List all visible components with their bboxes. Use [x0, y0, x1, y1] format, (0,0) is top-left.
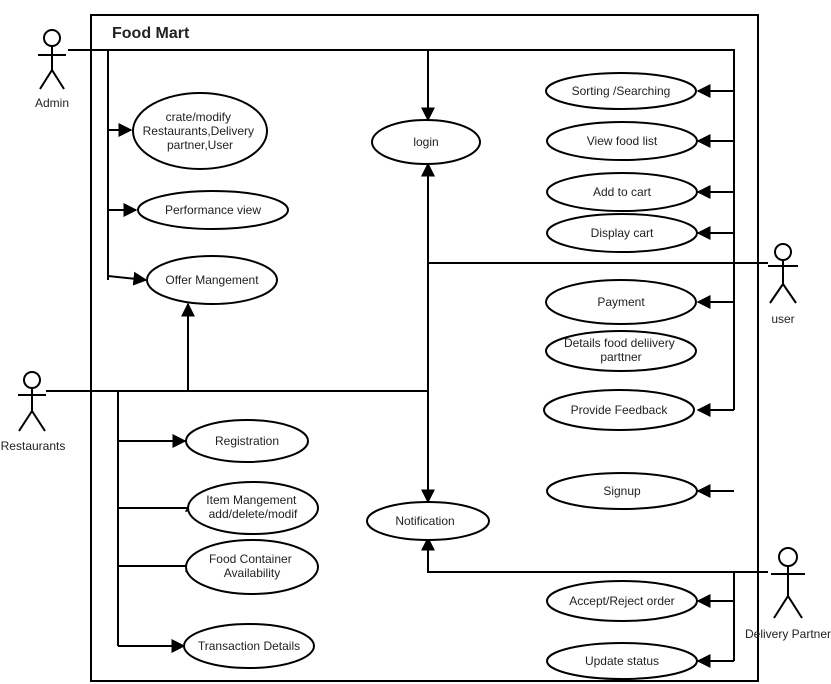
actor-delivery-partner-label: Delivery Partner	[745, 627, 831, 641]
usecase-item-management[interactable]: Item Mangement add/delete/modif	[187, 481, 319, 535]
usecase-food-container-line-1: Food Container	[209, 552, 292, 566]
connectors	[46, 49, 768, 668]
usecase-offer-management[interactable]: Offer Mangement	[146, 255, 278, 305]
usecase-signup-label: Signup	[603, 484, 641, 498]
svg-text:Details food deliivery p: Details food deliivery parttner	[564, 336, 678, 364]
usecase-view-food-list[interactable]: View food list	[546, 121, 698, 161]
usecase-performance-view[interactable]: Performance view	[137, 190, 289, 230]
usecase-sorting-searching[interactable]: Sorting /Searching	[545, 72, 697, 110]
actor-user-label: user	[771, 312, 794, 326]
system-boundary	[90, 14, 759, 682]
usecase-add-to-cart[interactable]: Add to cart	[546, 172, 698, 212]
actor-admin-label: Admin	[35, 96, 69, 110]
usecase-transaction-details[interactable]: Transaction Details	[183, 623, 315, 669]
usecase-notification[interactable]: Notification	[366, 501, 490, 541]
usecase-provide-feedback[interactable]: Provide Feedback	[543, 389, 695, 431]
usecase-signup[interactable]: Signup	[546, 472, 698, 510]
usecase-login[interactable]: login	[371, 119, 481, 165]
usecase-crate-modify-line-3: partner,User	[167, 138, 233, 152]
usecase-crate-modify-line-1: crate/modify	[166, 110, 231, 124]
actor-user: user	[768, 243, 798, 326]
usecase-performance-view-label: Performance view	[165, 203, 261, 217]
usecase-crate-modify-line-2: Restaurants,Delivery	[143, 124, 254, 138]
svg-text:crate/modify Restaurants: crate/modify Restaurants,Delivery partne…	[143, 110, 258, 152]
usecase-update-status-label: Update status	[585, 654, 659, 668]
usecase-payment[interactable]: Payment	[545, 279, 697, 325]
usecase-food-container[interactable]: Food Container Availability	[185, 539, 319, 595]
actor-admin: Admin	[35, 29, 69, 110]
usecase-view-food-list-label: View food list	[587, 134, 658, 148]
usecase-notification-label: Notification	[395, 514, 454, 528]
actor-delivery-partner: Delivery Partner	[745, 547, 831, 641]
usecase-details-delivery[interactable]: Details food deliivery parttner	[545, 330, 697, 372]
usecase-registration-label: Registration	[215, 434, 279, 448]
system-title: Food Mart	[112, 25, 190, 42]
actor-restaurants: Restaurants	[1, 371, 66, 453]
usecase-login-label: login	[413, 135, 438, 149]
usecase-details-delivery-line-1: Details food deliivery	[564, 336, 675, 350]
usecase-update-status[interactable]: Update status	[546, 642, 698, 680]
usecase-offer-management-label: Offer Mangement	[165, 273, 259, 287]
usecase-crate-modify[interactable]: crate/modify Restaurants,Delivery partne…	[132, 92, 268, 170]
usecase-details-delivery-line-2: parttner	[600, 350, 641, 364]
usecase-display-cart-label: Display cart	[591, 226, 654, 240]
usecase-accept-reject-order-label: Accept/Reject order	[569, 594, 674, 608]
usecase-display-cart[interactable]: Display cart	[546, 213, 698, 253]
usecase-food-container-line-2: Availability	[224, 566, 280, 580]
usecase-transaction-details-label: Transaction Details	[198, 639, 300, 653]
usecase-provide-feedback-label: Provide Feedback	[571, 403, 669, 417]
usecase-accept-reject-order[interactable]: Accept/Reject order	[546, 580, 698, 622]
usecase-sorting-searching-label: Sorting /Searching	[572, 84, 671, 98]
actor-restaurants-label: Restaurants	[1, 439, 66, 453]
usecase-add-to-cart-label: Add to cart	[593, 185, 652, 199]
svg-text:Food Container Availabil: Food Container Availability	[209, 552, 295, 580]
usecase-item-management-line-1: Item Mangement	[206, 493, 297, 507]
usecase-item-management-line-2: add/delete/modif	[209, 507, 298, 521]
svg-text:Item Mangement add/delet: Item Mangement add/delete/modif	[206, 493, 299, 521]
usecase-registration[interactable]: Registration	[185, 419, 309, 463]
usecase-payment-label: Payment	[597, 295, 645, 309]
